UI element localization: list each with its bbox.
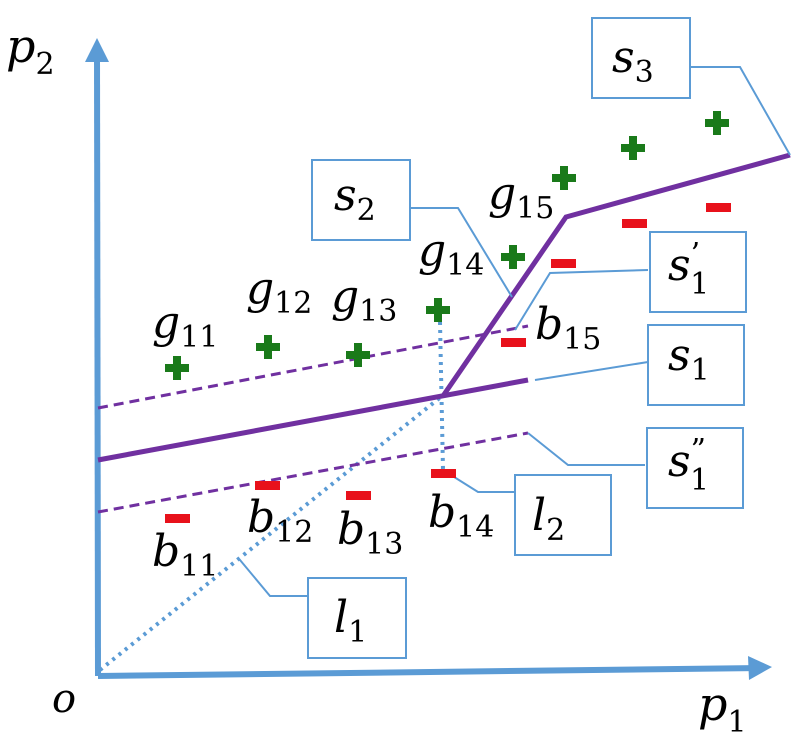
s2-connector	[410, 207, 513, 298]
good-markers	[165, 111, 729, 380]
s1-solid-line	[97, 377, 529, 463]
svg-text:l2: l2	[532, 490, 565, 548]
svg-text:s”1: s”1	[668, 433, 709, 498]
s2-callout: s2	[311, 159, 411, 241]
l1-callout: l1	[307, 577, 407, 659]
l1-connector	[239, 559, 308, 597]
b14-label: b14	[428, 487, 494, 545]
x-axis	[97, 665, 763, 679]
minus-icon	[706, 203, 731, 212]
svg-text:l1: l1	[334, 592, 367, 650]
plus-icon	[346, 343, 370, 367]
y-axis-label: p2	[6, 19, 55, 82]
s1-prime-connector	[514, 269, 649, 331]
l1-dotted-line	[98, 394, 444, 672]
s1-double-prime-connector	[527, 432, 645, 466]
s2-s3-piecewise-line	[440, 152, 791, 398]
s1-callout: s1	[647, 324, 745, 406]
s1-connector	[534, 361, 649, 381]
minus-icon	[501, 338, 526, 347]
good-labels: g11 g12 g13 g14 g15	[152, 168, 554, 355]
s3-connector	[690, 66, 791, 156]
minus-icon	[346, 491, 371, 500]
minus-icon	[622, 219, 647, 228]
plus-icon	[621, 136, 645, 160]
minus-icon	[165, 514, 190, 523]
b15-label: b15	[535, 299, 601, 357]
origin-label: o	[52, 676, 76, 722]
plus-icon	[552, 166, 576, 190]
plus-icon	[705, 111, 729, 135]
plus-icon	[501, 245, 525, 269]
y-axis	[94, 54, 101, 677]
g14-label: g14	[418, 225, 484, 283]
b13-label: b13	[337, 504, 403, 562]
g11-label: g11	[152, 297, 218, 355]
callout-boxes: s3 s2 s’1 s1 s”1 l2 l1	[307, 17, 747, 659]
minus-icon	[431, 469, 456, 478]
b11-label: b11	[152, 526, 218, 584]
plus-icon	[426, 298, 450, 322]
bad-labels: b11 b12 b13 b14 b15	[152, 299, 601, 584]
g15-label: g15	[488, 168, 554, 226]
svg-text:s1: s1	[668, 330, 710, 388]
bad-markers	[165, 203, 731, 523]
axes: p2 p1 o	[6, 19, 772, 740]
b12-label: b12	[247, 492, 313, 550]
separators	[97, 152, 791, 514]
minus-icon	[255, 481, 280, 490]
s1-double-prime-dashed-line	[97, 431, 529, 514]
svg-text:s3: s3	[612, 32, 654, 90]
y-axis-arrow-icon	[85, 38, 109, 62]
svg-text:s’1: s’1	[668, 237, 709, 302]
s1-prime-callout: s’1	[649, 231, 747, 313]
s1-prime-dashed-line	[97, 324, 529, 410]
x-axis-arrow-icon	[748, 656, 772, 680]
g13-label: g13	[331, 271, 397, 329]
x-axis-label: p1	[698, 677, 747, 740]
plus-icon	[165, 356, 189, 380]
callout-connectors	[239, 66, 791, 597]
s3-callout: s3	[591, 17, 691, 99]
svg-text:s2: s2	[334, 170, 376, 228]
g12-label: g12	[246, 263, 312, 321]
s1-double-prime-callout: s”1	[646, 427, 744, 509]
minus-icon	[551, 259, 576, 268]
plus-icon	[256, 335, 280, 359]
l2-callout: l2	[514, 474, 612, 556]
